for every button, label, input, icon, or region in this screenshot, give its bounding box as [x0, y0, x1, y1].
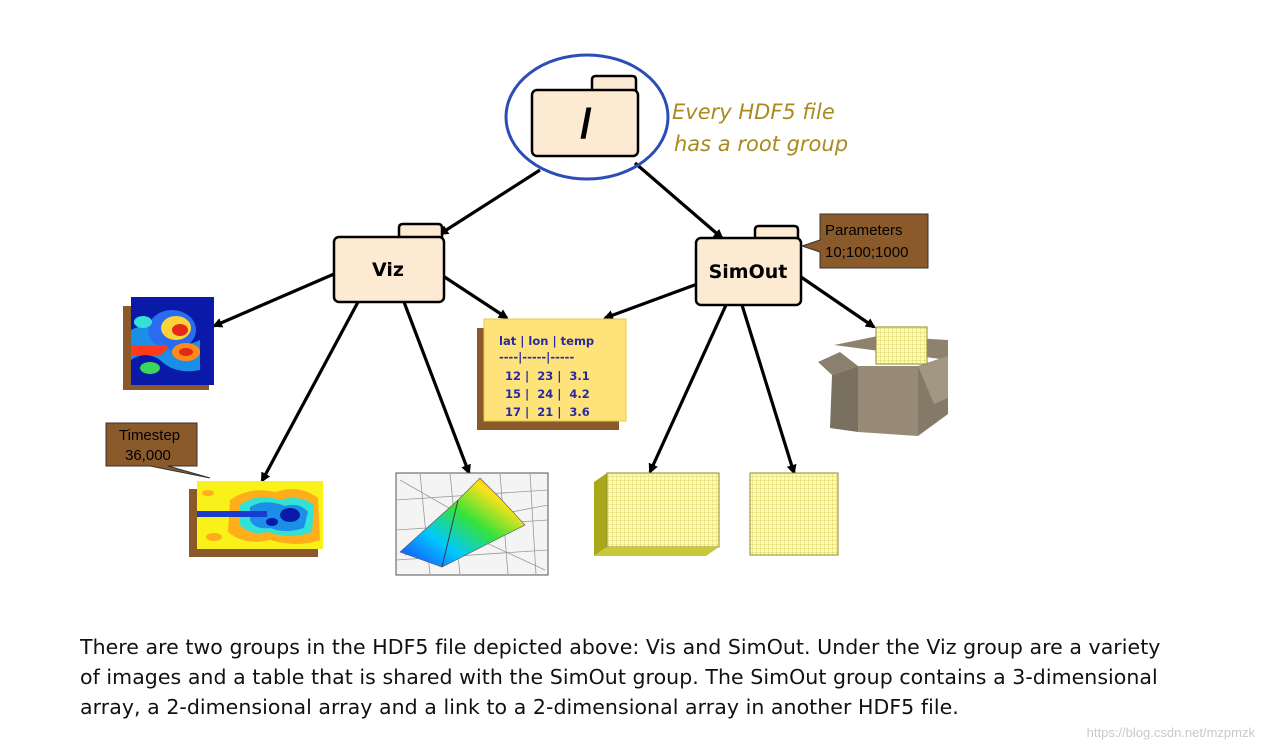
caption-line1: There are two groups in the HDF5 file de…: [80, 635, 1161, 659]
arrow-viz-to-fluid-image: [212, 272, 335, 328]
array-3d-bottom-face: [594, 547, 719, 556]
arrow-viz-to-surface-plot: [402, 301, 471, 475]
arrow-viz-to-table: [439, 272, 509, 320]
parameters-callout-shape: [800, 213, 929, 269]
box-right-flap: [918, 356, 948, 404]
fluid-dynamics-image: [123, 297, 214, 390]
arrow-simout-to-3d-array: [648, 304, 728, 474]
diagram-caption: There are two groups in the HDF5 file de…: [80, 632, 1200, 722]
timestep-callout-shape: [105, 422, 211, 479]
table-card: [483, 318, 627, 422]
table-row: 17 | 21 | 3.6: [505, 405, 590, 419]
connector-arrows: [212, 161, 876, 483]
box-left-face: [830, 366, 858, 432]
array-3d-side-face: [594, 473, 607, 556]
root-highlight-ellipse: [504, 53, 670, 181]
external-file-link: [818, 326, 948, 436]
watermark: https://blog.csdn.net/mzpmzk: [1086, 725, 1255, 740]
arrow-viz-to-plume-image: [260, 301, 360, 483]
viz-group: Viz: [332, 222, 446, 304]
root-note-line2: has a root group: [674, 132, 848, 156]
simout-group: SimOut: [694, 224, 803, 307]
viz-folder-body: [332, 235, 446, 304]
simout-folder-tab: [753, 224, 800, 242]
caption-line2: of images and a table that is shared wit…: [80, 665, 1158, 689]
timestep-line2: 36,000: [125, 447, 171, 464]
timestep-callout: Timestep 36,000: [105, 422, 211, 479]
table-divider: ----|-----|-----: [499, 350, 574, 364]
external-array-grid: [875, 326, 928, 365]
box-front-face: [858, 366, 918, 436]
parameters-line1: Parameters: [825, 222, 903, 239]
parameters-callout: Parameters 10;100;1000: [800, 213, 929, 269]
root-note-line1: Every HDF5 file: [672, 100, 835, 124]
root-group: / Every HDF5 file has a root group: [504, 53, 848, 181]
table-header: lat | lon | temp: [499, 334, 594, 348]
arrow-simout-to-table: [603, 281, 701, 320]
three-dimensional-array: [594, 472, 720, 556]
parameters-line2: 10;100;1000: [825, 244, 908, 261]
arrow-root-to-simout: [633, 161, 724, 240]
box-left-flap: [818, 352, 858, 375]
array-3d-front-face: [606, 472, 720, 548]
table-row: 15 | 24 | 4.2: [505, 387, 590, 401]
two-dimensional-array: [749, 472, 839, 556]
timestep-line1: Timestep: [119, 427, 180, 444]
plume-simulation-image: [189, 481, 323, 557]
table-row: 12 | 23 | 3.1: [505, 369, 590, 383]
simout-label: SimOut: [709, 261, 788, 283]
arrow-root-to-viz: [438, 168, 541, 236]
caption-line3: array, a 2-dimensional array and a link …: [80, 695, 959, 719]
arrow-simout-to-2d-array: [740, 304, 797, 475]
root-label: /: [580, 100, 592, 147]
shared-table: lat | lon | temp ----|-----|----- 12 | 2…: [477, 318, 627, 430]
arrow-simout-to-external-link: [800, 275, 876, 329]
viz-label: Viz: [372, 259, 404, 281]
root-folder-body: [530, 88, 640, 158]
viz-folder-tab: [397, 222, 444, 240]
surface-plot-image: [395, 472, 549, 576]
simout-folder-body: [694, 236, 803, 307]
